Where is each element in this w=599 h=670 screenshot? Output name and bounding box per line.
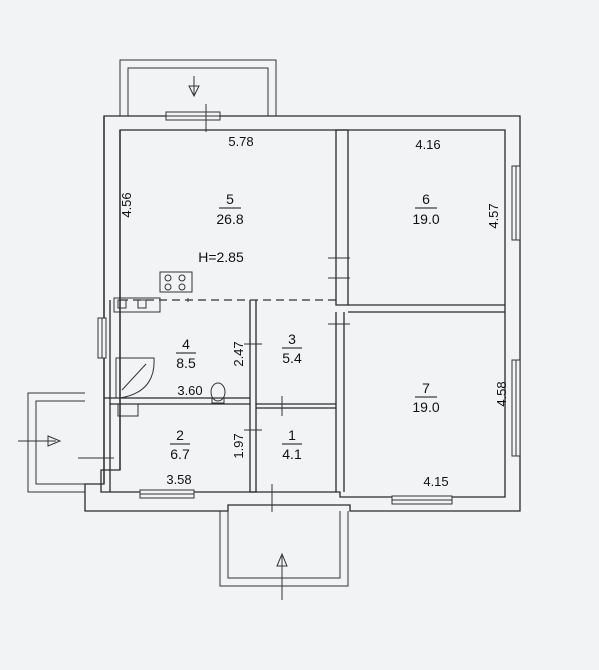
room4-height-dim: 2.47 [231, 341, 246, 366]
room-5-area: 26.8 [216, 211, 243, 227]
room7-width-dim: 4.15 [423, 474, 448, 489]
room-2-number: 2 [176, 427, 184, 443]
room2-width-dim: 3.58 [166, 472, 191, 487]
room4-width-dim: 3.60 [177, 383, 202, 398]
room-5-number: 5 [226, 191, 234, 207]
room7-height-dim: 4.58 [494, 381, 509, 406]
room-2-area: 6.7 [170, 446, 190, 462]
interior-walls [104, 129, 505, 493]
room2-height-dim: 1.97 [231, 433, 246, 458]
top-porch [119, 59, 277, 116]
room-7-area: 19.0 [412, 399, 439, 415]
room-4-number: 4 [182, 336, 190, 352]
stove-icon [159, 271, 193, 293]
room-1-area: 4.1 [282, 446, 302, 462]
room-3-area: 5.4 [282, 350, 302, 366]
shower-icon [115, 357, 155, 399]
room6-width-dim: 4.16 [415, 137, 440, 152]
room-6-area: 19.0 [412, 211, 439, 227]
bottom-porch [219, 511, 349, 600]
doors [78, 104, 350, 512]
toilet-icon [210, 382, 226, 404]
windows [97, 111, 521, 505]
room5-height-dim: 4.56 [119, 192, 134, 217]
room-6-number: 6 [422, 191, 430, 207]
kitchen-counter-icon [113, 297, 161, 313]
dimension-labels: 5.78 4.56 4.16 4.57 4.58 4.15 3.60 2.47 … [119, 134, 509, 489]
room5-width-dim: 5.78 [228, 134, 253, 149]
room-3-number: 3 [288, 331, 296, 347]
left-porch [18, 392, 85, 493]
floor-height-label: H=2.85 [198, 249, 244, 265]
room-1-number: 1 [288, 427, 296, 443]
room-7-number: 7 [422, 380, 430, 396]
room-4-area: 8.5 [176, 355, 196, 371]
room-labels: 5 26.8 6 19.0 7 19.0 4 8.5 3 5.4 2 6.7 1… [170, 191, 440, 462]
room6-height-dim: 4.57 [486, 203, 501, 228]
sink-icon [117, 403, 139, 417]
